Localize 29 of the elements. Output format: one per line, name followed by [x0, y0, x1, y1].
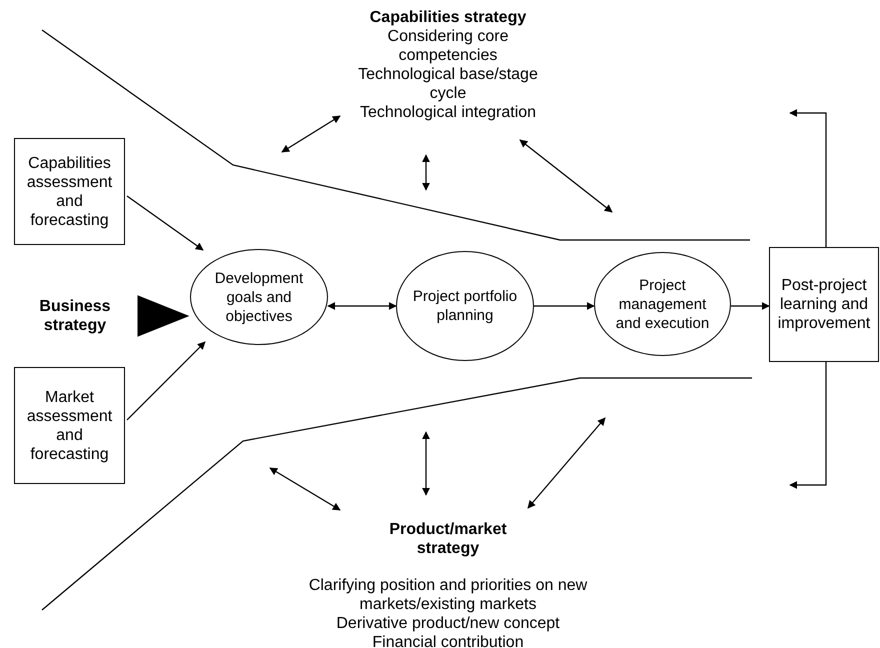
strategy-item: Technological base/stage cycle [357, 65, 539, 103]
arrow [731, 302, 770, 310]
arrow [789, 109, 827, 247]
process-box: Post-project learning and improvement [769, 247, 879, 362]
strategy-item: Technological integration [360, 103, 536, 122]
process-ellipse: Project portfolio planning [396, 251, 534, 361]
arrow [327, 302, 397, 310]
process-box: Market assessment and forecasting [14, 367, 125, 484]
process-ellipse: Project management and execution [594, 252, 731, 356]
strategy-item: Clarifying position and priorities on new markets/existing markets [308, 576, 588, 614]
arrow [126, 196, 204, 250]
strategy-heading: Capabilities strategy [370, 8, 526, 27]
strategy-item: Considering core competencies [386, 27, 510, 65]
arrow [281, 116, 341, 152]
arrow [534, 302, 595, 310]
arrow [138, 295, 190, 337]
arrow [126, 341, 206, 420]
arrow [422, 154, 430, 191]
process-box: Capabilities assessment and forecasting [14, 138, 125, 245]
process-ellipse: Development goals and objectives [190, 249, 328, 345]
arrow [527, 417, 606, 509]
arrow [519, 140, 613, 212]
strategy-item: Derivative product/new concept [336, 614, 560, 633]
strategy-item: Financial contribution [372, 633, 524, 648]
arrow [422, 431, 430, 496]
arrow [269, 467, 341, 511]
strategy-label: Business strategy [38, 297, 112, 335]
strategy-heading: Product/market strategy [388, 520, 508, 558]
arrow [789, 362, 827, 489]
